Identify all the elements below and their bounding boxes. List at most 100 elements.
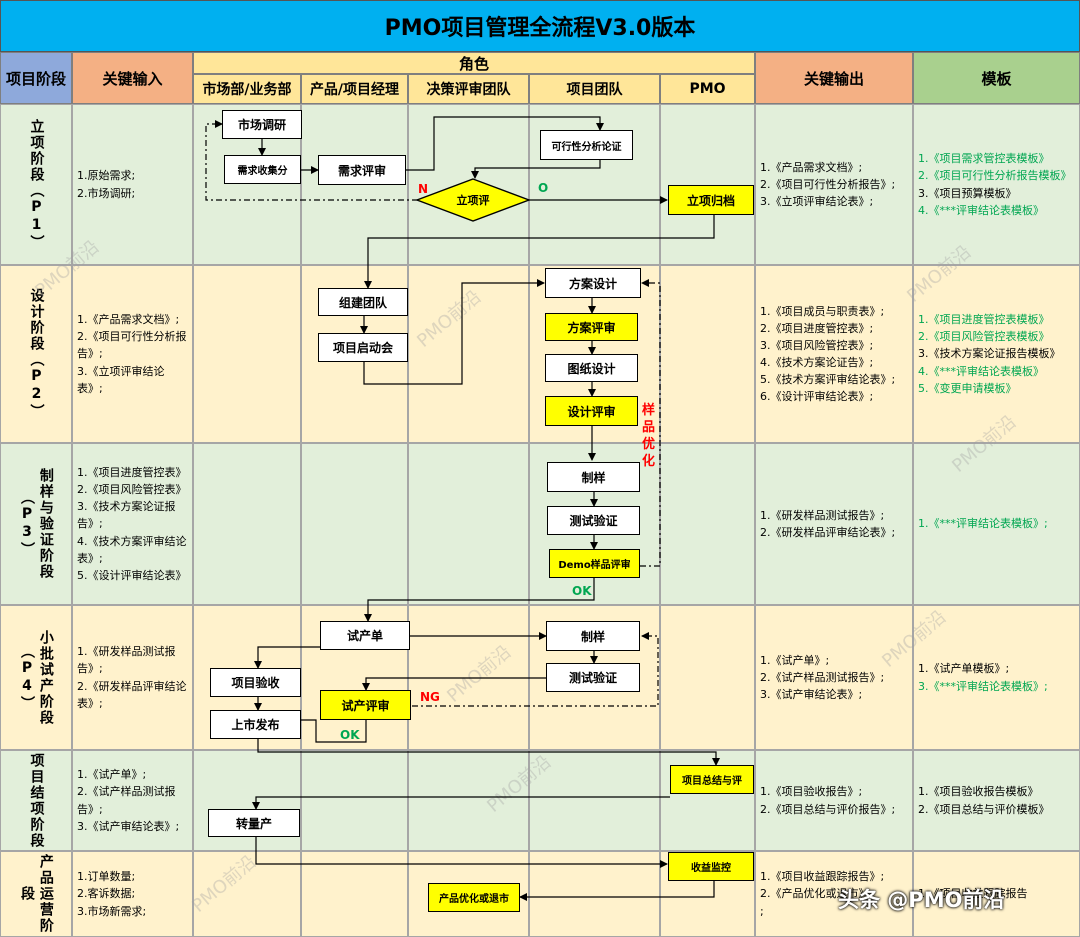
header-output: 关键输出: [755, 52, 913, 104]
page-title: PMO项目管理全流程V3.0版本: [0, 0, 1080, 52]
stage-outputs: 1.《产品需求文档》; 2.《项目可行性分析报告》; 3.《立项评审结论表》;: [755, 104, 913, 265]
node-project-acceptance: 项目验收: [210, 668, 301, 697]
lane-cell: [529, 851, 660, 937]
lane-cell: [408, 750, 529, 851]
label-ng: NG: [420, 690, 440, 704]
template-item: 1.《项目收益跟踪报告: [918, 887, 1028, 901]
stage-label-text: 产品运营阶段: [19, 854, 54, 934]
stage-inputs: 1.《项目进度管控表》 2.《项目风险管控表》 3.《技术方案论证报告》; 4.…: [72, 443, 193, 605]
node-market-launch: 上市发布: [210, 710, 301, 739]
node-approval-review-label: 立项评: [456, 194, 490, 207]
stage-label: 产品运营阶段: [0, 851, 72, 937]
lane-cell: [408, 265, 529, 443]
node-approval-archive: 立项归档: [668, 185, 754, 215]
stage-label: 立项阶段（P1）: [0, 104, 72, 265]
stage-templates: 1.《项目需求管控表模板》2.《项目可行性分析报告模板》3.《项目预算模板》4.…: [913, 104, 1080, 265]
node-feasibility-analysis: 可行性分析论证: [540, 130, 633, 160]
template-item: 3.《技术方案论证报告模板》: [918, 347, 1061, 361]
header-role-team: 项目团队: [529, 74, 660, 104]
template-item: 4.《***评审结论表模板》: [918, 203, 1044, 217]
template-item: 1.《试产单模板》;: [918, 662, 1010, 676]
stage-templates: 1.《项目验收报告模板》 2.《项目总结与评价模板》: [913, 750, 1080, 851]
stage-inputs: 1.《产品需求文档》; 2.《项目可行性分析报告》; 3.《立项评审结论表》;: [72, 265, 193, 443]
node-solution-design: 方案设计: [545, 268, 641, 298]
template-item: 1.《项目需求管控表模板》: [918, 152, 1050, 166]
lane-cell: [301, 443, 408, 605]
lane-cell: [301, 851, 408, 937]
template-item: 5.《变更申请模板》: [918, 381, 1017, 395]
node-test-verification: 测试验证: [547, 506, 640, 535]
node-market-research: 市场调研: [222, 110, 302, 139]
template-item: 1.《***评审结论表模板》;: [918, 517, 1048, 531]
node-sampling: 制样: [547, 462, 640, 492]
stage-label: 小批试产阶段（P4）: [0, 605, 72, 750]
stage-templates: 1.《试产单模板》; 3.《***评审结论表模板》;: [913, 605, 1080, 750]
header-stage: 项目阶段: [0, 52, 72, 104]
template-item: 3.《***评审结论表模板》;: [918, 679, 1048, 693]
stage-outputs: 1.《研发样品测试报告》; 2.《研发样品评审结论表》;: [755, 443, 913, 605]
stage-inputs: 1.原始需求; 2.市场调研;: [72, 104, 193, 265]
label-o: O: [538, 181, 549, 195]
stage-label-text: 项目结项阶段: [28, 752, 45, 849]
label-n: N: [418, 182, 429, 196]
stage-label: 设计阶段（P2）: [0, 265, 72, 443]
stage-label: 项目结项阶段: [0, 750, 72, 851]
node-requirement-collection: 需求收集分: [224, 155, 301, 184]
stage-outputs: 1.《试产单》; 2.《试产样品测试报告》; 3.《试产审结论表》;: [755, 605, 913, 750]
template-item: 1.《项目进度管控表模板》: [918, 313, 1050, 327]
template-item: 1.《项目验收报告模板》: [918, 785, 1039, 799]
node-optimize-or-exit: 产品优化或退市: [428, 883, 520, 912]
lane-cell: [193, 443, 301, 605]
node-build-team: 组建团队: [318, 288, 408, 316]
stage-outputs: 1.《项目验收报告》; 2.《项目总结与评价报告》;: [755, 750, 913, 851]
template-item: 2.《项目总结与评价模板》: [918, 802, 1050, 816]
node-demo-sample-review: Demo样品评审: [549, 549, 640, 578]
template-item: 2.《项目风险管控表模板》: [918, 330, 1050, 344]
lane-cell: [660, 265, 755, 443]
node-drawing-design: 图纸设计: [545, 354, 638, 382]
stage-outputs: 1.《项目成员与职责表》; 2.《项目进度管控表》; 3.《项目风险管控表》; …: [755, 265, 913, 443]
header-role-pmo: PMO: [660, 74, 755, 104]
node-mass-production: 转量产: [208, 809, 300, 837]
stage-inputs: 1.《试产单》; 2.《试产样品测试报告》; 3.《试产审结论表》;: [72, 750, 193, 851]
node-approval-review-diamond: [416, 178, 530, 222]
lane-cell: [193, 851, 301, 937]
stage-templates: 1.《***评审结论表模板》;: [913, 443, 1080, 605]
lane-cell: [408, 443, 529, 605]
node-trial-order: 试产单: [320, 621, 410, 650]
stage-label: 制样与验证阶段（P3）: [0, 443, 72, 605]
stage-inputs: 1.《研发样品测试报告》; 2.《研发样品评审结论表》;: [72, 605, 193, 750]
footer-brand: 头条 @PMO前沿: [838, 888, 1005, 912]
stage-inputs: 1.订单数量; 2.客诉数据; 3.市场新需求;: [72, 851, 193, 937]
node-sampling-trial: 制样: [546, 621, 640, 651]
lane-cell: [529, 750, 660, 851]
node-project-summary: 项目总结与评: [670, 765, 754, 794]
lane-cell: [660, 605, 755, 750]
lane-cell: [193, 265, 301, 443]
node-requirement-review: 需求评审: [318, 155, 406, 185]
node-trial-review: 试产评审: [320, 690, 411, 720]
lane-cell: [301, 750, 408, 851]
node-design-review: 设计评审: [545, 396, 638, 426]
header-role-pm: 产品/项目经理: [301, 74, 408, 104]
stage-label-text: 小批试产阶段（P4）: [19, 629, 54, 726]
stage-outputs: 1.《项目收益跟踪报告》; 2.《产品优化或退市》 ;: [755, 851, 913, 937]
stage-templates: 1.《项目进度管控表模板》 2.《项目风险管控表模板》 3.《技术方案论证报告模板》…: [913, 265, 1080, 443]
label-ok-demo: OK: [572, 584, 592, 598]
node-revenue-monitor: 收益监控: [668, 852, 754, 881]
header-role: 角色: [193, 52, 755, 74]
label-ok-trial: OK: [340, 728, 360, 742]
template-item: 3.《项目预算模板》: [918, 186, 1017, 200]
stage-label-text: 立项阶段（P1）: [28, 118, 45, 251]
node-solution-review: 方案评审: [545, 313, 638, 341]
header-input: 关键输入: [72, 52, 193, 104]
label-sample-optimization: 样品优化: [642, 403, 656, 469]
node-kickoff-meeting: 项目启动会: [318, 333, 408, 362]
stage-label-text: 制样与验证阶段（P3）: [19, 468, 54, 580]
node-test-verification-trial: 测试验证: [546, 663, 640, 692]
header-template: 模板: [913, 52, 1080, 104]
header-role-market: 市场部/业务部: [193, 74, 301, 104]
stage-templates: 1.《项目收益跟踪报告: [913, 851, 1080, 937]
stage-label-text: 设计阶段（P2）: [28, 288, 45, 420]
